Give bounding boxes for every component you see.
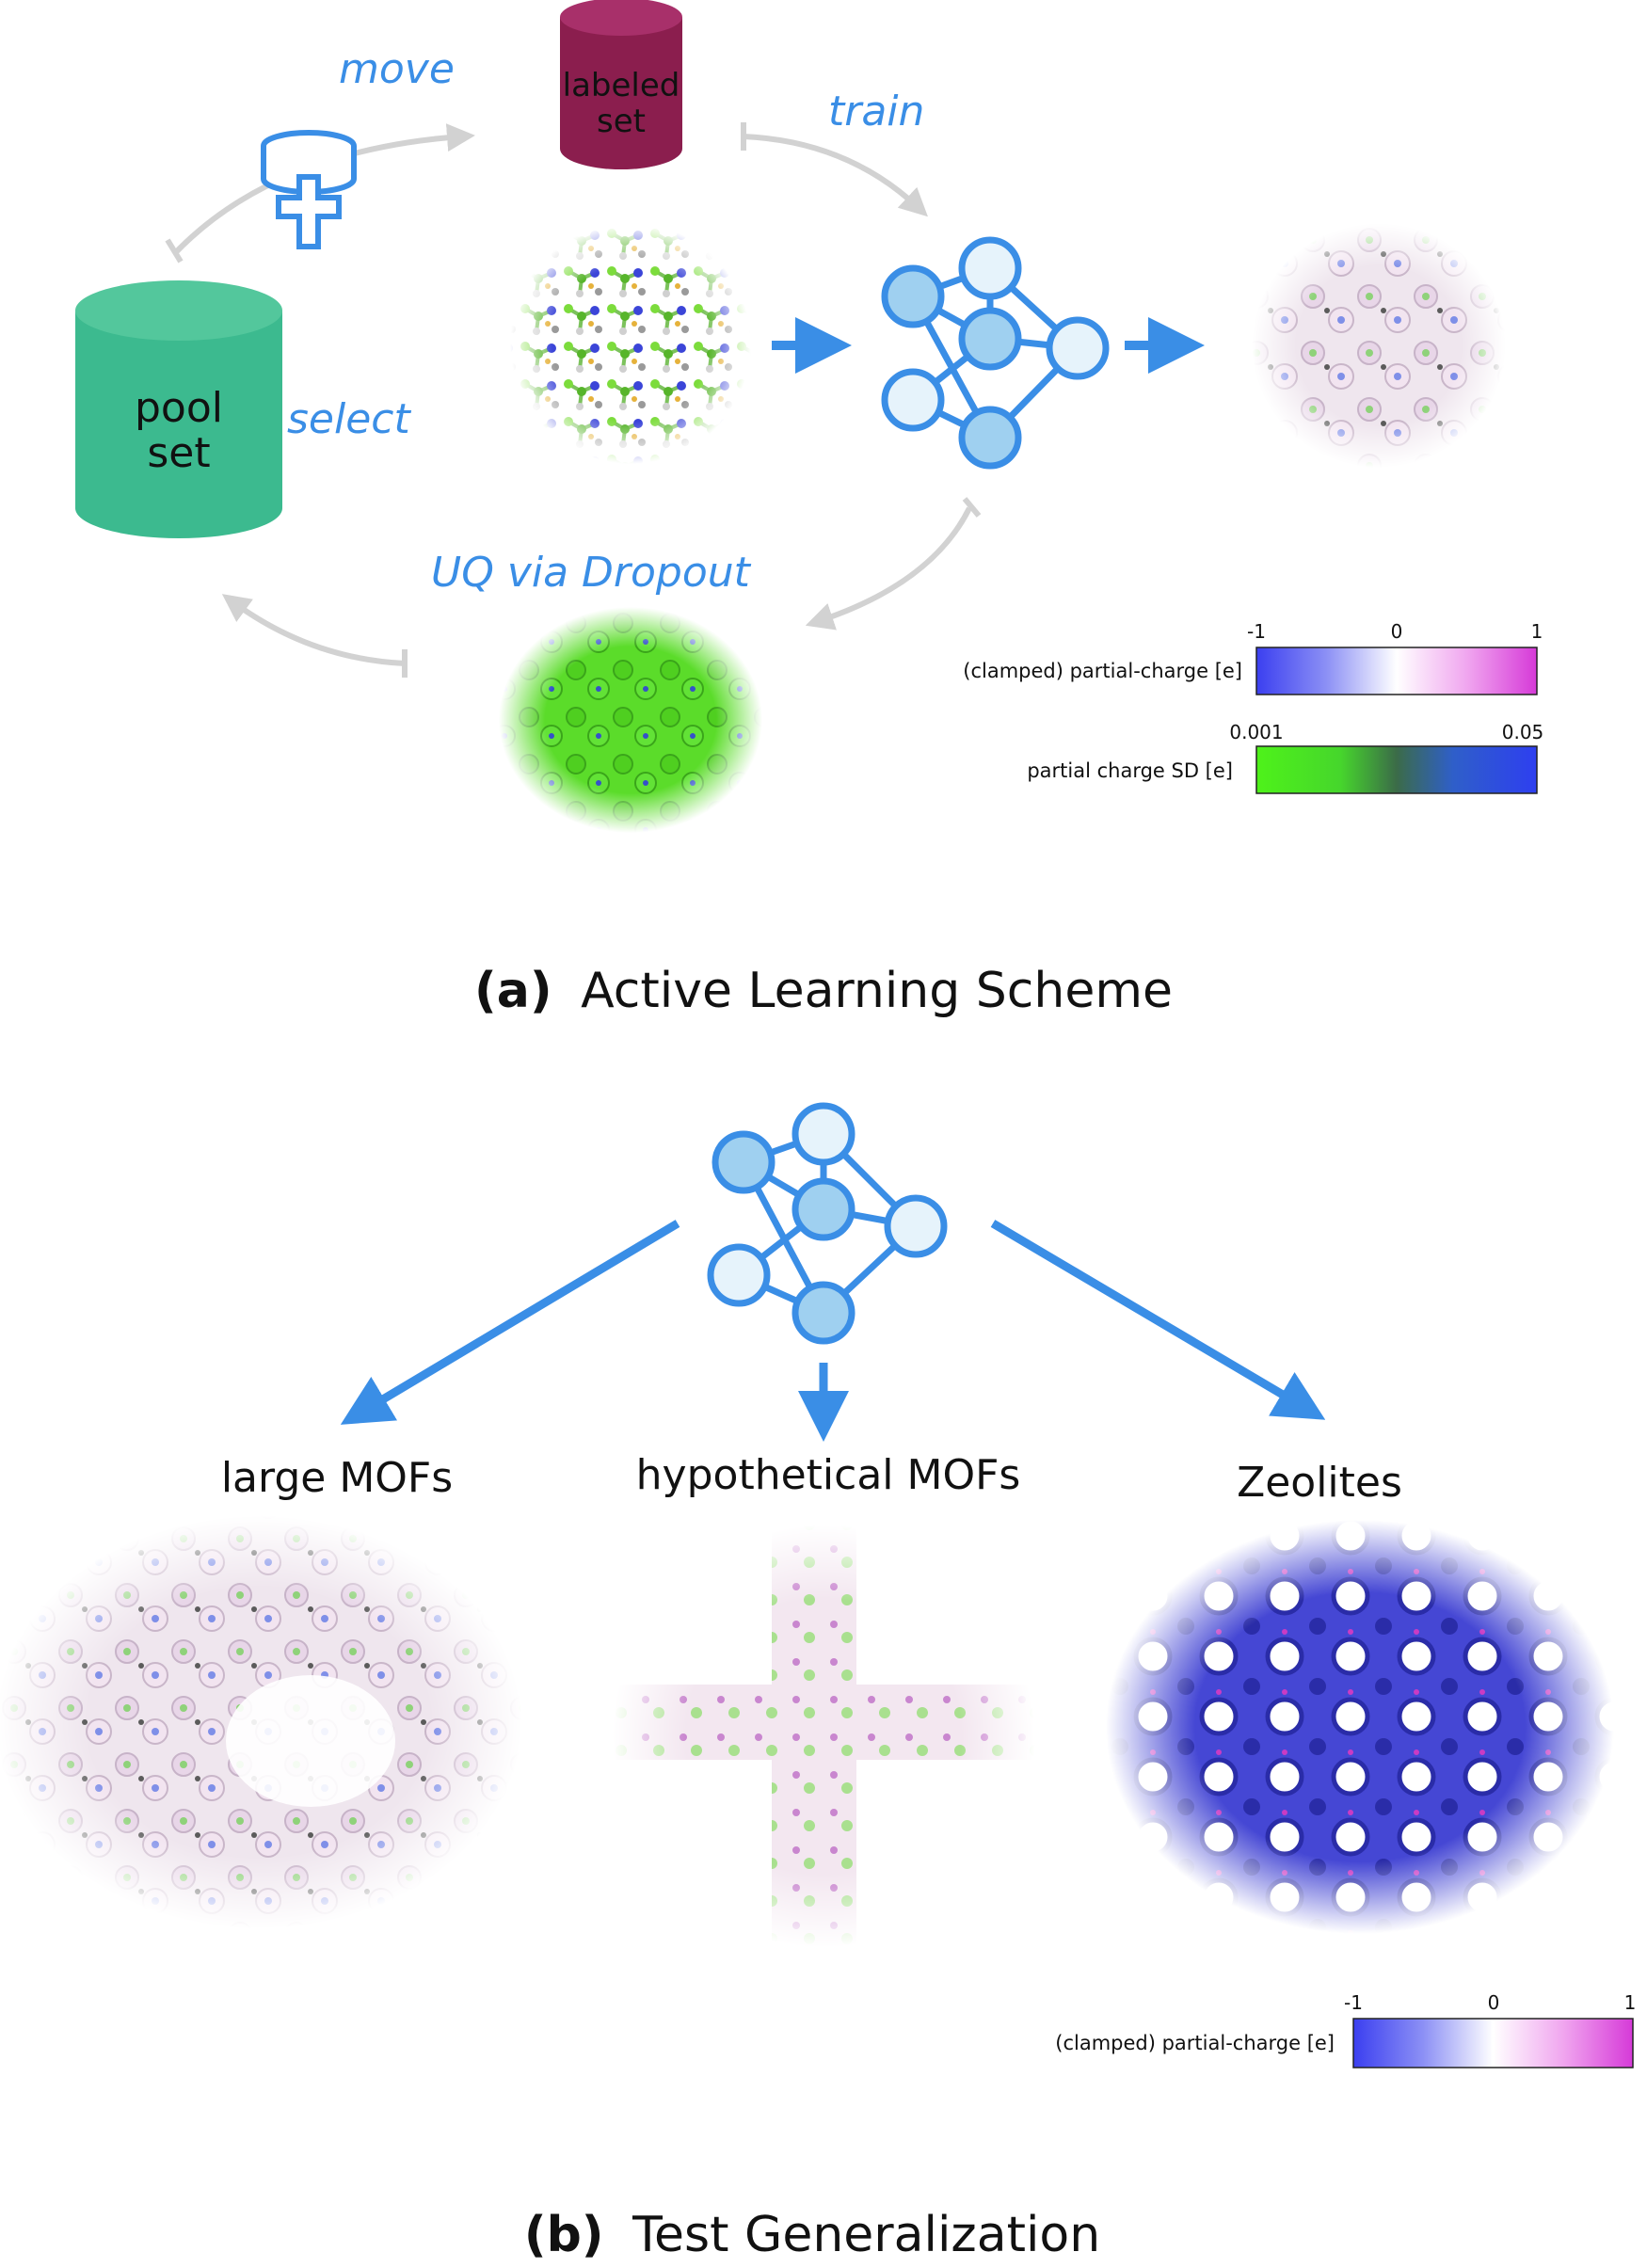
caption-b-text: Test Generalization <box>632 2207 1100 2263</box>
database-plus-icon <box>261 130 357 249</box>
caption-a-bold: (a) <box>474 963 552 1019</box>
colorbar-charge-a: -1 0 1 (clamped) partial-charge [e] <box>963 620 1543 695</box>
arrow-to-zeolites <box>990 1220 1326 1420</box>
predicted-charge-surface-image <box>1252 223 1506 468</box>
caption-a: (a) Active Learning Scheme <box>474 963 1173 1019</box>
label-select: select <box>287 395 411 443</box>
cb-charge-b-mid: 0 <box>1488 1991 1500 2014</box>
large-mofs-image <box>0 1515 522 1929</box>
cb-charge-b-min: -1 <box>1344 1991 1363 2014</box>
colorbar-sd-a: 0.001 0.05 partial charge SD [e] <box>1027 721 1544 794</box>
cb-charge-a-label: (clamped) partial-charge [e] <box>963 660 1242 682</box>
pool-set-line1: pool <box>135 384 223 432</box>
labeled-set-line2: set <box>597 103 646 140</box>
labeled-set-line1: labeled <box>563 67 680 104</box>
caption-a-text: Active Learning Scheme <box>581 963 1173 1019</box>
label-uq-dropout: UQ via Dropout <box>431 549 752 597</box>
target-label-hypothetical-mofs: hypothetical MOFs <box>636 1451 1021 1499</box>
cb-charge-b-label: (clamped) partial-charge [e] <box>1055 2032 1335 2054</box>
zeolites-image <box>1106 1520 1614 1934</box>
arrow-uq-to-pool <box>221 594 406 666</box>
uncertainty-surface-image <box>499 607 762 833</box>
cb-charge-a-max: 1 <box>1531 620 1543 643</box>
neural-network-icon <box>707 1102 948 1345</box>
cb-charge-b-max: 1 <box>1624 1991 1637 2014</box>
colorbar-charge-b: -1 0 1 (clamped) partial-charge [e] <box>1055 1991 1636 2068</box>
hypothetical-mofs-image <box>612 1525 1035 1948</box>
caption-b-bold: (b) <box>524 2207 604 2263</box>
labeled-set-cylinder: labeled set <box>560 0 682 169</box>
tick <box>165 238 184 264</box>
panel-a: labeled set pool set move train select U… <box>75 0 1543 1019</box>
pool-set-cylinder: pool set <box>75 280 282 538</box>
tick <box>962 497 982 518</box>
cb-charge-a-mid: 0 <box>1391 620 1403 643</box>
cb-charge-a-min: -1 <box>1247 620 1266 643</box>
panel-b: large MOFs hypothetical MOFs Zeolites -1… <box>0 1102 1636 2263</box>
cb-sd-a-label: partial charge SD [e] <box>1027 759 1233 782</box>
neural-network-icon <box>881 236 1110 470</box>
label-train: train <box>828 88 924 136</box>
target-label-large-mofs: large MOFs <box>221 1454 453 1502</box>
label-move: move <box>339 45 455 93</box>
cb-sd-a-min: 0.001 <box>1229 721 1283 743</box>
pool-set-line2: set <box>147 429 210 477</box>
arrow-labeled-to-nn <box>743 134 928 217</box>
arrow-nn-to-uq <box>805 506 972 631</box>
cb-sd-a-max: 0.05 <box>1502 721 1544 743</box>
molecule-input-image <box>510 223 751 464</box>
target-label-zeolites: Zeolites <box>1237 1459 1402 1507</box>
caption-b: (b) Test Generalization <box>524 2207 1100 2263</box>
arrow-to-large-mofs <box>340 1220 680 1425</box>
